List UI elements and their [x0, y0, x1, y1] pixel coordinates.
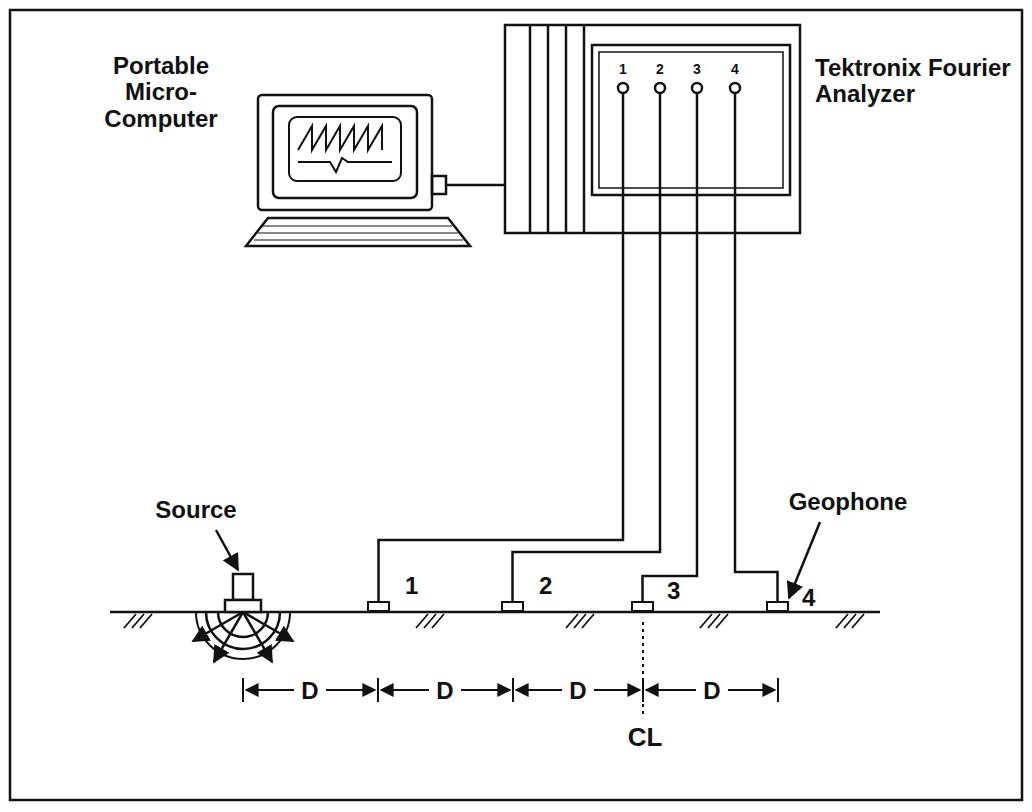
geophone-cable: [643, 93, 698, 601]
channel-number: 1: [619, 62, 627, 76]
dimension-label: D: [436, 679, 453, 703]
computer-monitor: Portable Micro- Computer: [258, 95, 432, 210]
ground: [110, 612, 880, 628]
channel-number: 2: [656, 62, 664, 76]
geophone: 2: [501, 601, 524, 612]
part-label: Geophone: [789, 490, 908, 514]
device-label: Portable Micro- Computer: [86, 53, 236, 132]
geophone-cable: [513, 93, 661, 601]
geophone-number: 1: [405, 573, 435, 599]
geophone: 1: [367, 601, 390, 612]
channel-number: 3: [693, 62, 701, 76]
part-label: Source: [155, 498, 236, 522]
frame: [10, 10, 1022, 800]
analyzer-box: Tektronix Fourier Analyzer: [505, 25, 800, 233]
analyzer-drawing: [505, 25, 800, 233]
data-cable: [446, 184, 505, 187]
dimension-label: D: [569, 679, 586, 703]
geophone: 4: [766, 601, 789, 612]
source-drawing: [193, 530, 293, 662]
device-label: Tektronix Fourier Analyzer: [815, 55, 1015, 108]
dimension-label: D: [301, 679, 318, 703]
dimension-lines: [243, 622, 778, 718]
geophone: 3: [631, 601, 654, 612]
geophone-cable: [379, 93, 624, 601]
geophone-number: 4: [802, 585, 832, 611]
geophone-cable: [735, 93, 778, 601]
computer-drawing: [246, 95, 470, 246]
channel-number: 4: [731, 62, 739, 76]
geophone-number: 3: [667, 578, 697, 604]
dimension-label: D: [703, 679, 720, 703]
centerline-symbol: CL: [628, 724, 663, 750]
geophone-number: 2: [539, 573, 569, 599]
